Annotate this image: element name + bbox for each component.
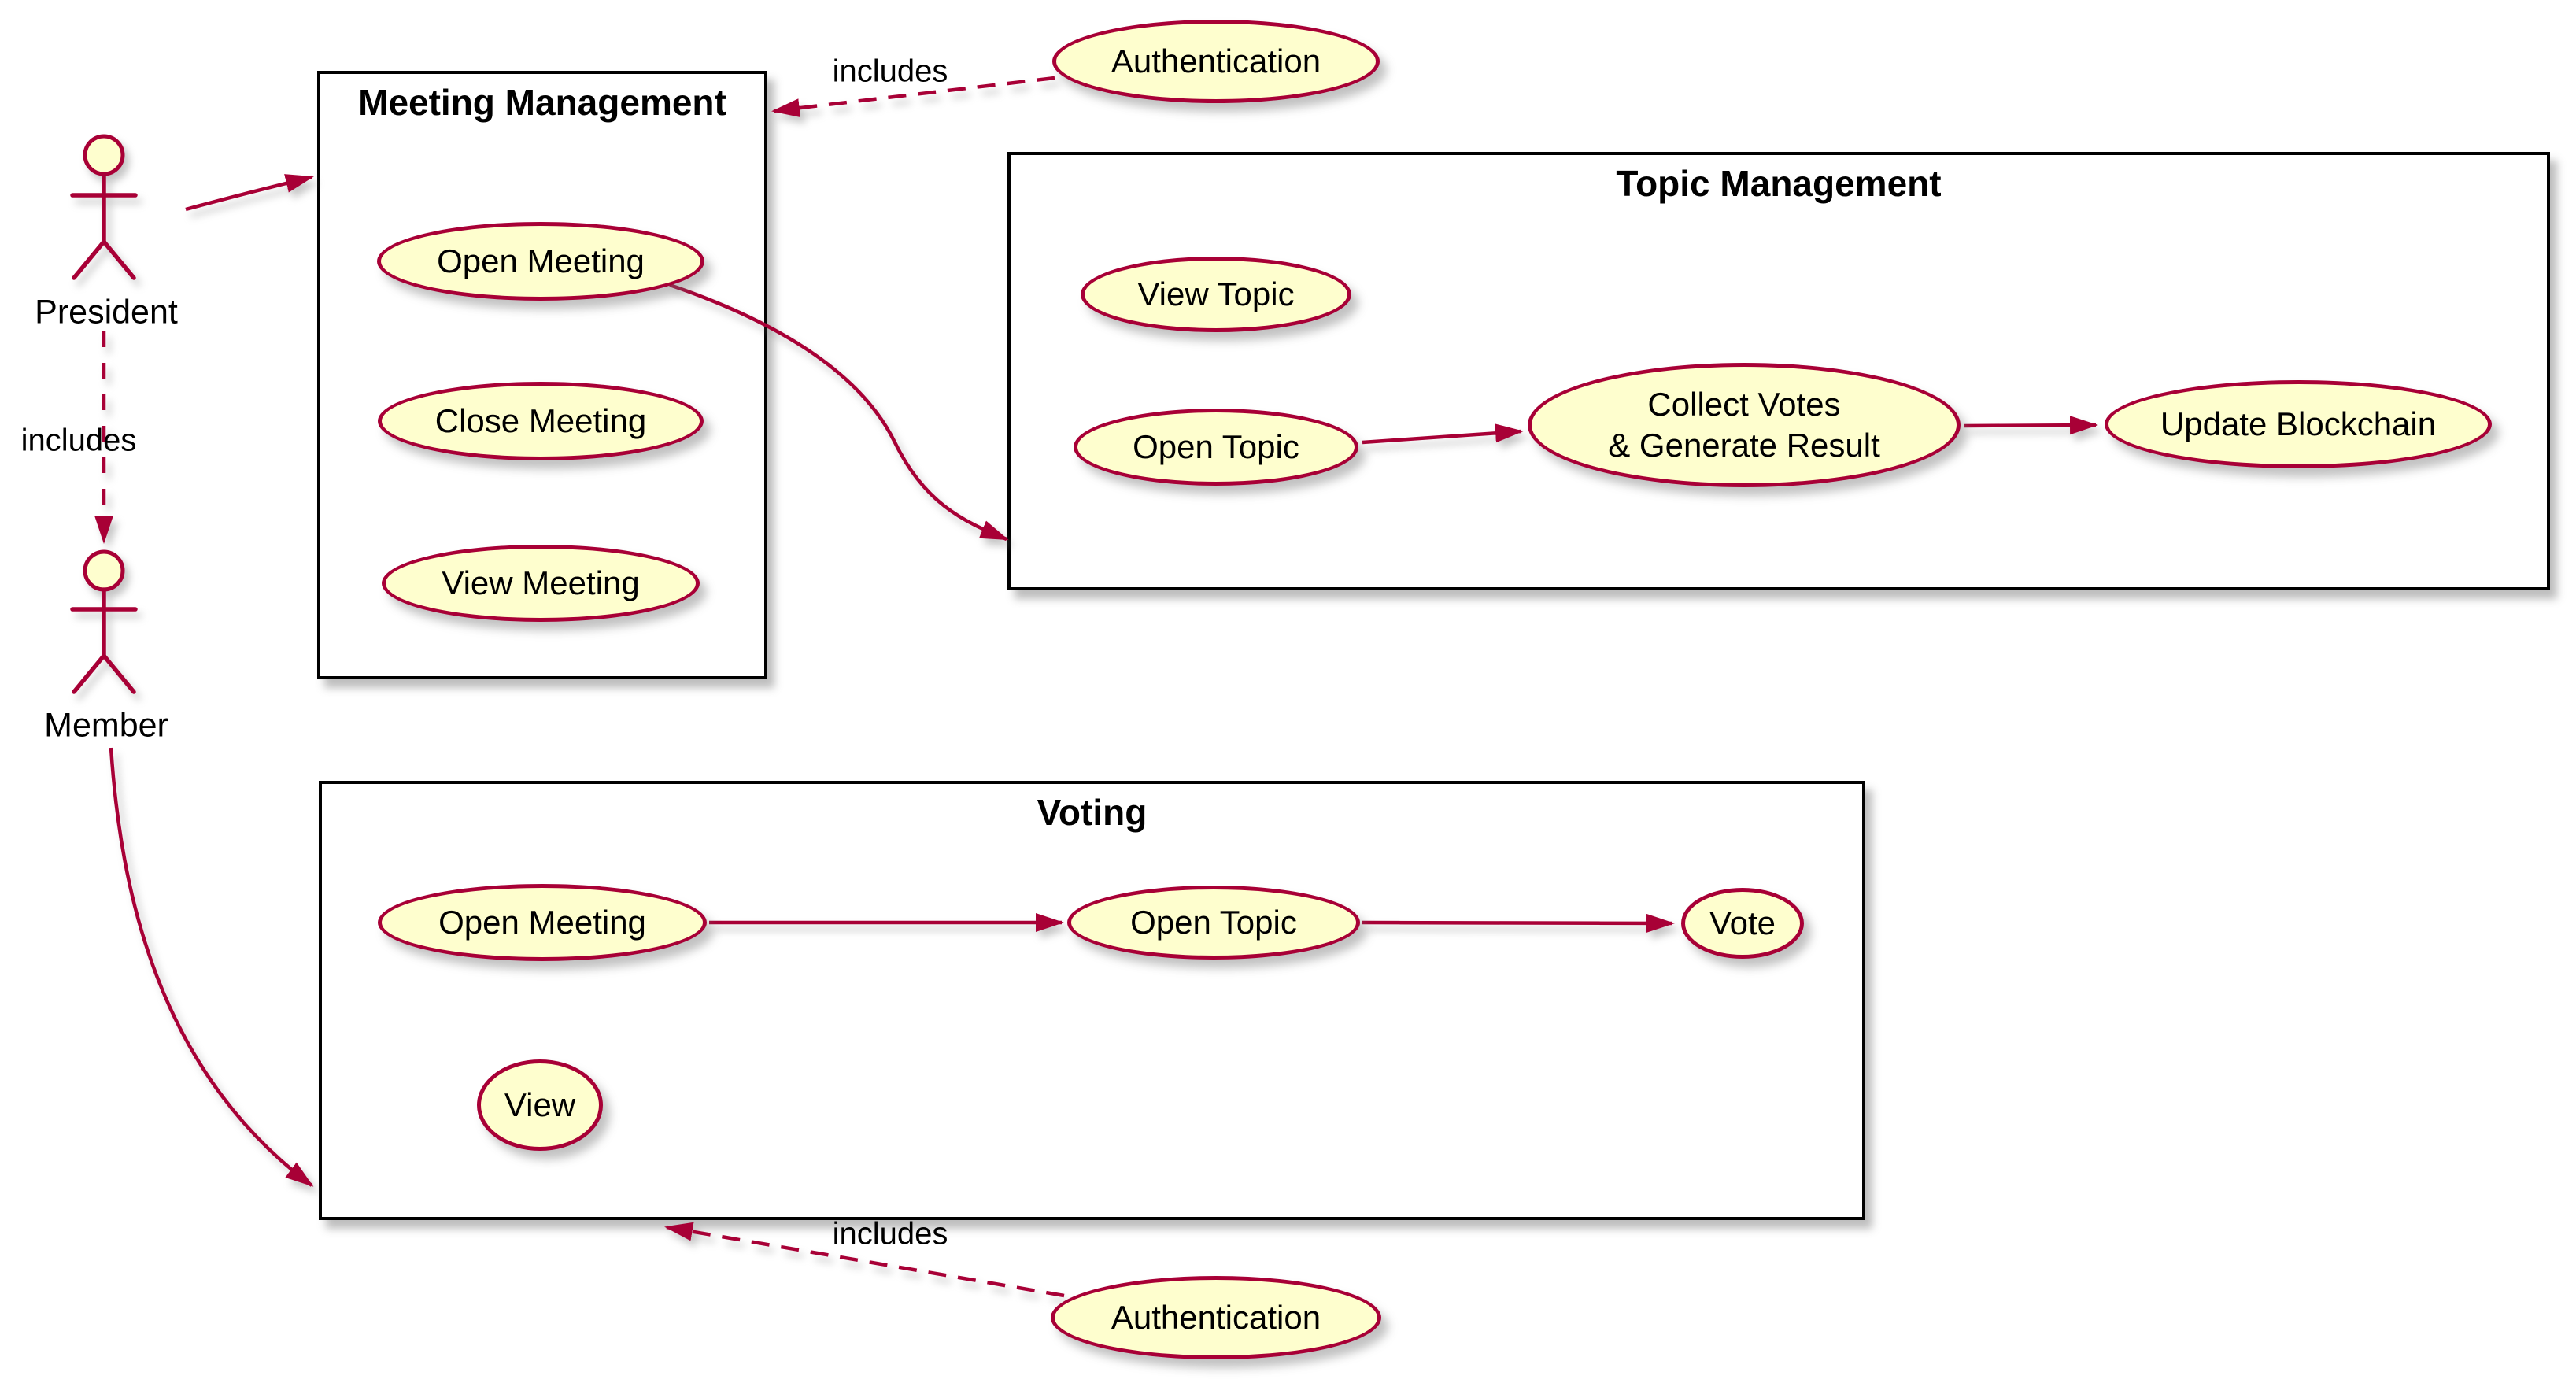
usecase-label: Authentication <box>1111 42 1321 80</box>
edge-label-includes-auth-meeting-management: includes <box>832 54 948 89</box>
usecase-label: Update Blockchain <box>2160 405 2437 442</box>
usecase-label: Vote <box>1709 904 1776 941</box>
arrow-authentication-includes-meeting-management <box>771 76 1055 118</box>
package-topic-management: Topic Management <box>1007 152 2550 590</box>
actor-label-president: President <box>35 293 178 331</box>
usecase-label: Open Topic <box>1133 427 1299 465</box>
usecase-view-topic: View Topic <box>1081 257 1351 332</box>
usecase-label: View Topic <box>1137 275 1295 312</box>
usecase-label: View <box>504 1085 576 1123</box>
package-title: Topic Management <box>1616 163 1942 204</box>
arrow-member-to-voting <box>109 747 314 1187</box>
package-voting: Voting <box>319 781 1865 1220</box>
usecase-label: View Meeting <box>442 564 640 601</box>
usecase-authentication-bottom: Authentication <box>1051 1276 1381 1359</box>
arrow-collect-votes-to-update-blockchain <box>1964 416 2098 435</box>
usecase-label-line2: & Generate Result <box>1608 427 1880 464</box>
usecase-label: Collect Votes & Generate Result <box>1608 384 1880 467</box>
usecase-view: View <box>477 1059 603 1151</box>
usecase-update-blockchain: Update Blockchain <box>2105 380 2492 468</box>
usecase-label: Open Meeting <box>437 242 645 279</box>
usecase-label: Authentication <box>1111 1298 1321 1336</box>
usecase-view-meeting: View Meeting <box>382 545 700 622</box>
usecase-label: Close Meeting <box>434 401 647 439</box>
usecase-collect-votes: Collect Votes & Generate Result <box>1528 363 1961 487</box>
usecase-open-topic-voting: Open Topic <box>1067 886 1360 960</box>
usecase-open-meeting-mm: Open Meeting <box>377 222 704 301</box>
edge-label-includes-president-member: includes <box>20 423 137 458</box>
edge-label-includes-auth-voting: includes <box>832 1216 948 1252</box>
usecase-open-meeting-voting: Open Meeting <box>378 884 707 961</box>
actor-member-figure <box>70 549 138 694</box>
usecase-label-line1: Collect Votes <box>1647 385 1841 423</box>
arrow-open-meeting-to-topic-management <box>669 283 1009 542</box>
arrow-open-topic-to-collect-votes <box>1362 423 1524 445</box>
usecase-vote: Vote <box>1681 888 1804 959</box>
usecase-label: Open Topic <box>1130 903 1297 941</box>
usecase-close-meeting: Close Meeting <box>378 382 704 460</box>
arrow-authentication-includes-voting <box>664 1222 1065 1298</box>
usecase-authentication-top: Authentication <box>1052 20 1380 103</box>
package-meeting-management: Meeting Management <box>317 71 767 679</box>
actor-label-member: Member <box>44 706 168 745</box>
package-title: Voting <box>1037 792 1148 833</box>
package-title: Meeting Management <box>358 82 726 123</box>
usecase-label: Open Meeting <box>438 903 646 941</box>
arrow-president-to-meeting-management <box>185 174 314 212</box>
actor-president-figure <box>70 134 138 280</box>
usecase-open-topic-tm: Open Topic <box>1074 409 1358 486</box>
